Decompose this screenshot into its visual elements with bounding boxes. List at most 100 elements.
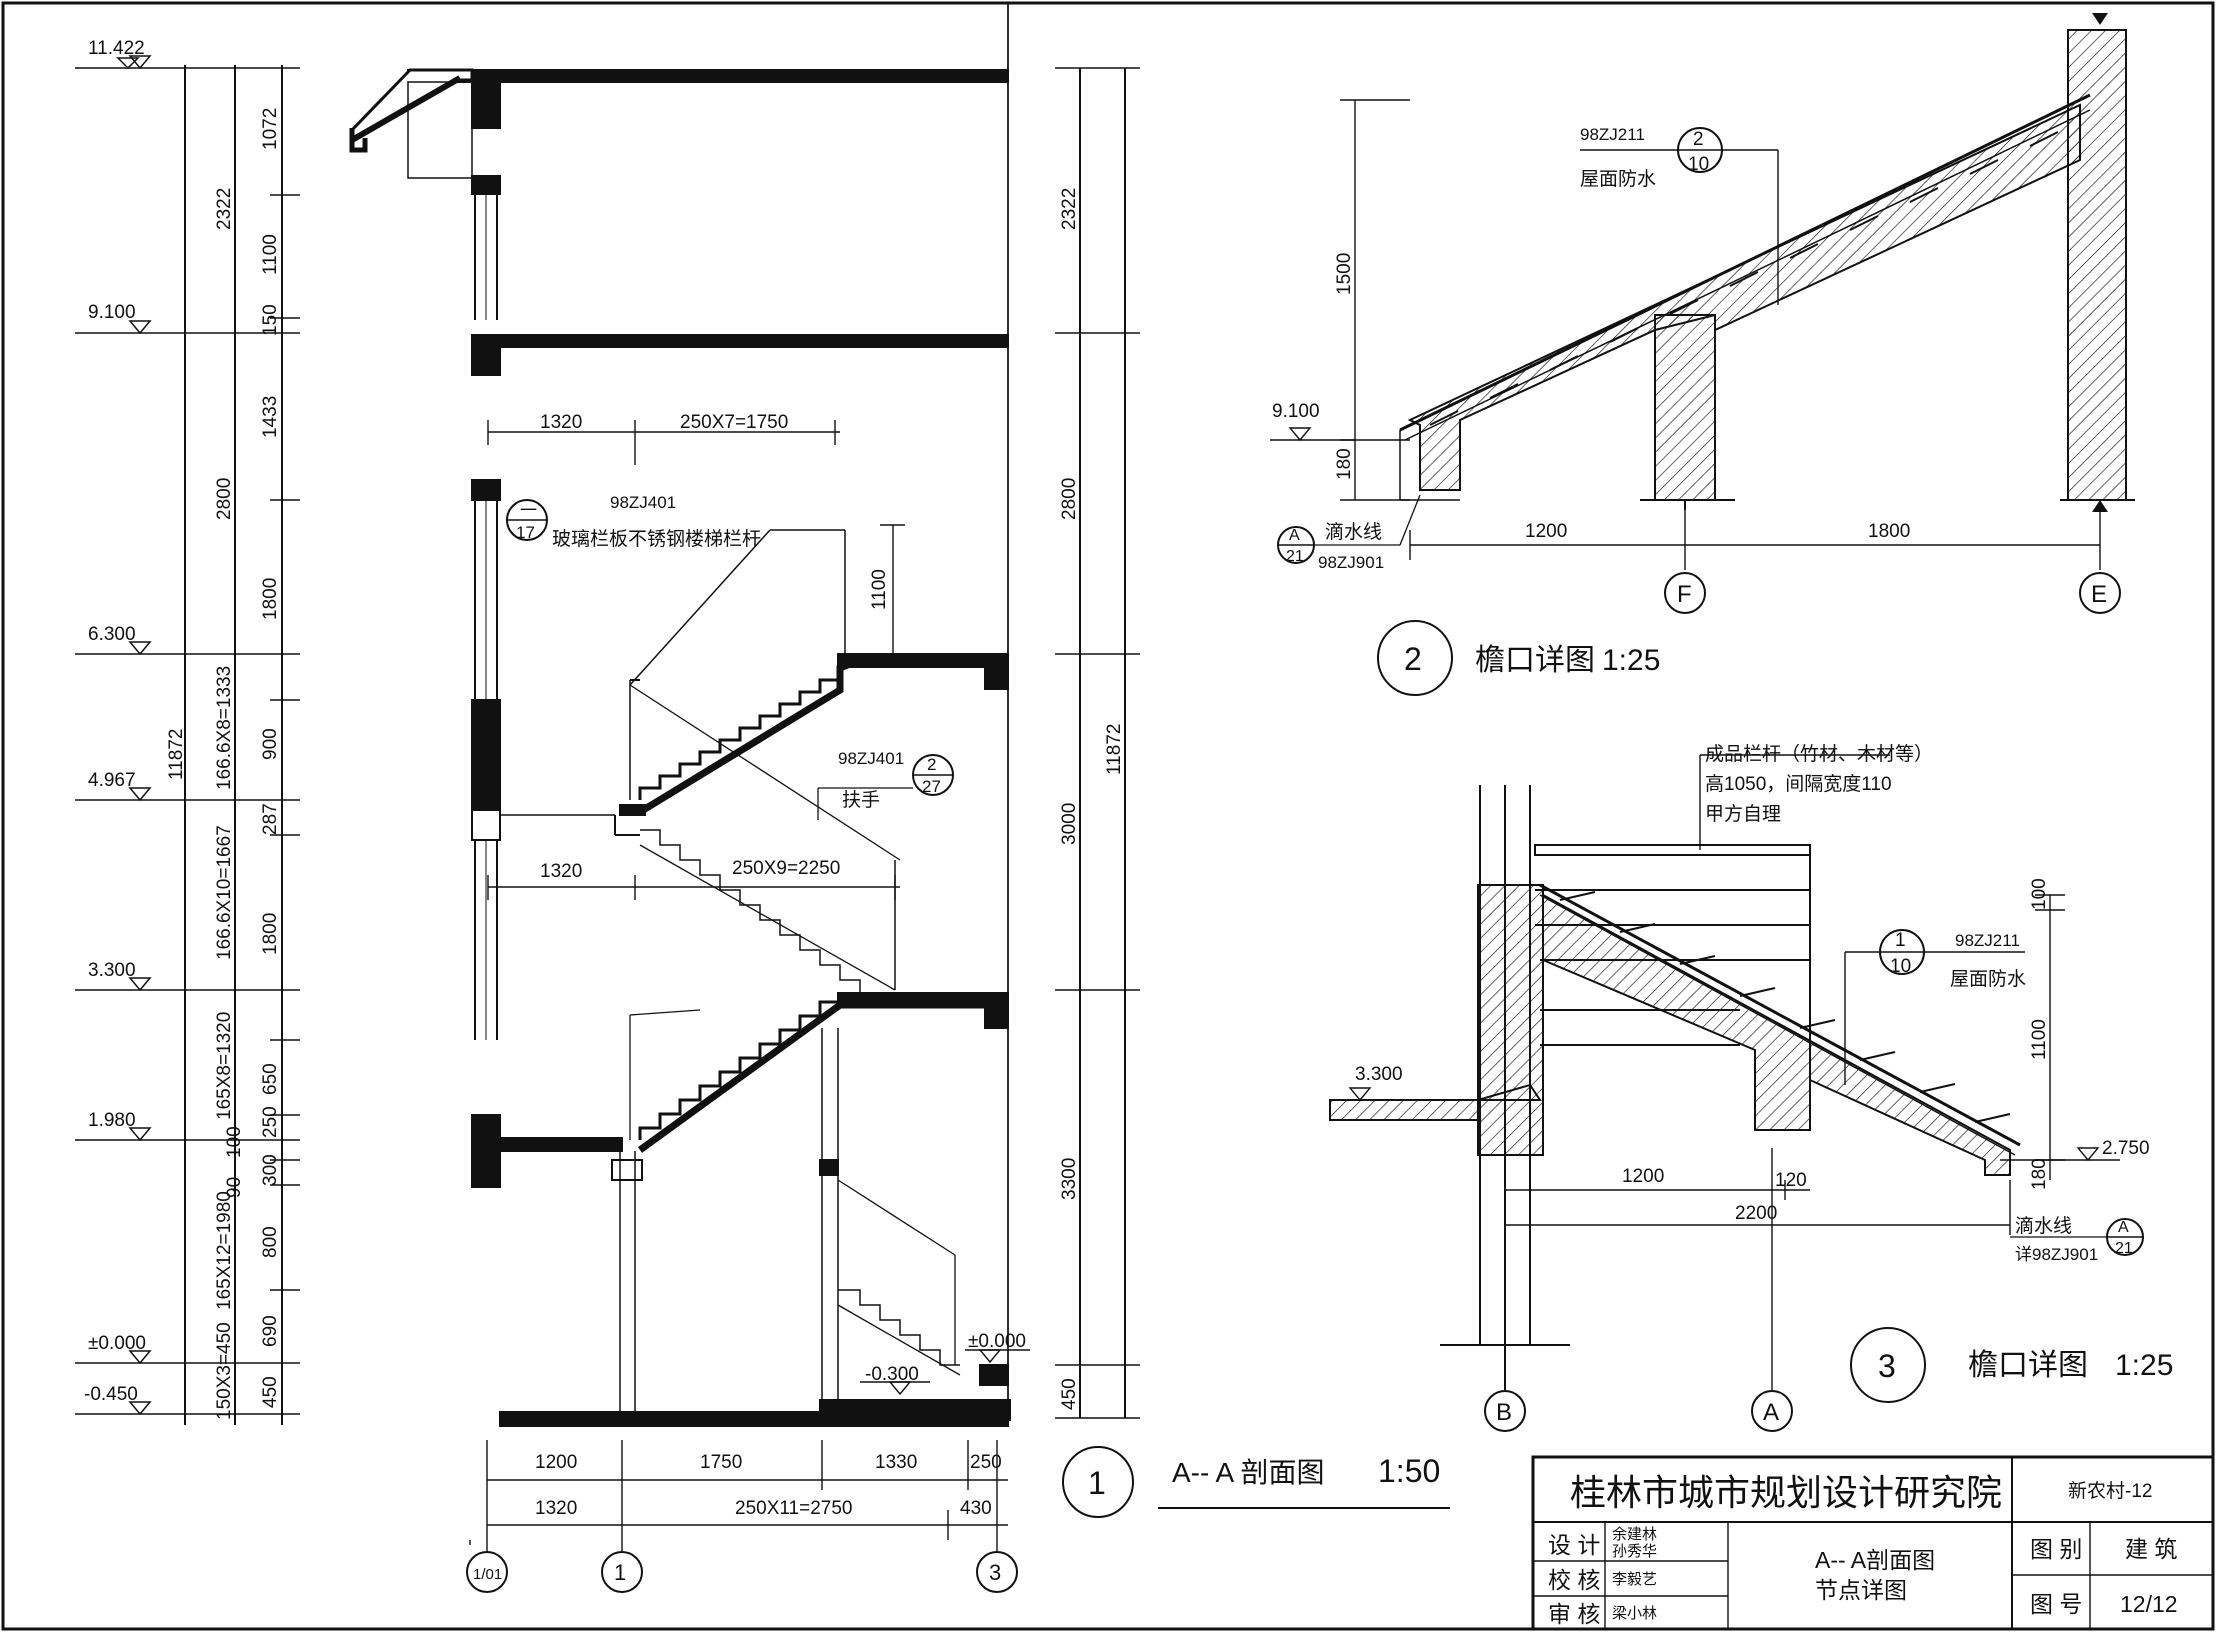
dimension-label: 1100	[260, 234, 281, 275]
note-symbol-bottom: 17	[516, 523, 535, 542]
dimension-label: 1320	[540, 861, 582, 882]
elevation-label: 6.300	[88, 624, 136, 645]
note-text: 屋面防水	[1580, 168, 1656, 190]
elevation-label: ±0.000	[88, 1333, 146, 1354]
dimension-label: 166.6X8=1333	[214, 666, 235, 790]
dimension-label: 690	[260, 1315, 281, 1347]
dimension-label: 800	[260, 1226, 281, 1258]
axis-circle	[1664, 572, 1706, 614]
drawing-scale: 1:50	[1378, 1453, 1440, 1489]
elevation-label: 4.967	[88, 770, 136, 791]
dimension-label: 2800	[1059, 478, 1080, 520]
axis-circle	[1484, 1390, 1526, 1432]
note-text: 扶手	[842, 789, 880, 811]
review-label: 审 核	[1548, 1601, 1600, 1627]
title-number-circle	[1062, 1446, 1134, 1518]
dimension-label: 100	[224, 1126, 245, 1158]
section-aa-labels: 11.422 9.100 6.300 4.967 3.300 1.980 ±0.…	[84, 38, 1440, 1585]
dimension-label: 1330	[875, 1452, 917, 1473]
note-reference: 98ZJ401	[610, 493, 676, 512]
dimension-label: 250X11=2750	[735, 1498, 852, 1519]
note-symbol-top: 一	[520, 501, 537, 520]
axis-label: A	[1763, 1399, 1779, 1426]
dimension-label: 3300	[1059, 1158, 1080, 1200]
axis-circle	[2079, 572, 2121, 614]
checker-name: 李毅艺	[1612, 1571, 1657, 1588]
note-symbol-top: 2	[1693, 129, 1704, 150]
dimension-label: 165X8=1320	[214, 1012, 235, 1120]
axis-label: E	[2091, 581, 2107, 608]
dimension-label: 2800	[214, 478, 235, 520]
dimension-label: 1200	[1622, 1166, 1664, 1187]
elevation-label: 9.100	[88, 302, 136, 323]
dimension-label: 1800	[260, 578, 281, 620]
detail-3	[1329, 754, 2144, 1432]
dimension-label: 1100	[2029, 1019, 2050, 1060]
title-number: 1	[1088, 1465, 1106, 1501]
dimension-label: 165X12=1980	[214, 1191, 235, 1310]
dimension-label: 2322	[214, 188, 235, 230]
dimension-label: 450	[1059, 1378, 1080, 1410]
dimension-label: 2200	[1735, 1203, 1777, 1224]
note-reference: 98ZJ401	[838, 749, 904, 768]
dimension-label: 300	[260, 1154, 281, 1186]
note-text: 屋面防水	[1950, 968, 2026, 990]
drip-symbol-top: A	[2118, 1219, 2129, 1236]
dimension-label: 1100	[869, 569, 890, 610]
dimension-label: 250X7=1750	[680, 412, 788, 433]
axis-label: B	[1496, 1399, 1512, 1426]
dimension-label: 1200	[535, 1452, 577, 1473]
reviewer-name: 梁小林	[1612, 1605, 1657, 1622]
note-text: 玻璃栏板不锈钢楼梯栏杆	[552, 528, 761, 550]
dimension-label: 1800	[1868, 521, 1910, 542]
institute-name: 桂林市城市规划设计研究院	[1570, 1472, 2002, 1513]
title-number: 3	[1878, 1348, 1896, 1384]
section-aa	[75, 3, 1450, 1593]
dimension-label: 1500	[1334, 253, 1355, 295]
level-mark: -0.300	[865, 1364, 919, 1385]
note-symbol-top: 1	[1895, 930, 1906, 951]
axis-label: 3	[989, 1560, 1001, 1585]
number-label: 图 号	[2030, 1591, 2082, 1617]
dimension-label: 1320	[540, 412, 582, 433]
drip-symbol-top: A	[1289, 527, 1300, 544]
dimension-label: 150	[260, 304, 281, 336]
check-label: 校 核	[1548, 1567, 1600, 1593]
category-label: 图 别	[2030, 1536, 2082, 1562]
note-symbol-top: 2	[927, 755, 936, 774]
drawing-scale: 1:25	[2115, 1349, 2173, 1382]
dimension-label: 1200	[1525, 521, 1567, 542]
note-text: 成品栏杆（竹材、木材等）	[1705, 743, 1933, 765]
dimension-label: 11872	[1104, 724, 1125, 775]
drawing-name: 节点详图	[1815, 1577, 1907, 1603]
title-number-circle	[1377, 620, 1453, 696]
note-reference: 98ZJ211	[1580, 125, 1645, 144]
drawing-name: A-- A剖面图	[1815, 1547, 1935, 1573]
dimension-label: 11872	[166, 729, 187, 780]
axis-label: 1	[614, 1560, 626, 1585]
design-label: 设 计	[1548, 1532, 1600, 1558]
dimension-label: 3000	[1059, 803, 1080, 845]
dimension-label: 120	[1775, 1170, 1807, 1191]
note-text: 甲方自理	[1705, 803, 1781, 825]
note-symbol-bottom: 10	[1890, 956, 1911, 977]
dimension-label: 180	[1334, 448, 1355, 480]
elevation-label: 3.300	[1355, 1064, 1403, 1085]
dimension-label: 900	[260, 728, 281, 760]
designer-name: 余建林	[1612, 1525, 1657, 1543]
dimension-label: 1800	[260, 913, 281, 955]
dimension-label: 450	[260, 1376, 281, 1408]
dimension-label: 166.6X10=1667	[214, 825, 235, 960]
axis-circle	[1751, 1390, 1793, 1432]
dimension-label: 150X3=450	[214, 1322, 235, 1420]
elevation-label: 2.750	[2102, 1138, 2150, 1159]
project-name: 新农村-12	[2068, 1480, 2152, 1502]
dimension-label: 180	[2029, 1158, 2050, 1190]
elevation-label: 11.422	[88, 38, 145, 59]
drip-reference: 98ZJ901	[1318, 553, 1384, 572]
elevation-label: 1.980	[88, 1110, 136, 1131]
dimension-label: 250	[970, 1452, 1002, 1473]
dimension-label: 1320	[535, 1498, 577, 1519]
